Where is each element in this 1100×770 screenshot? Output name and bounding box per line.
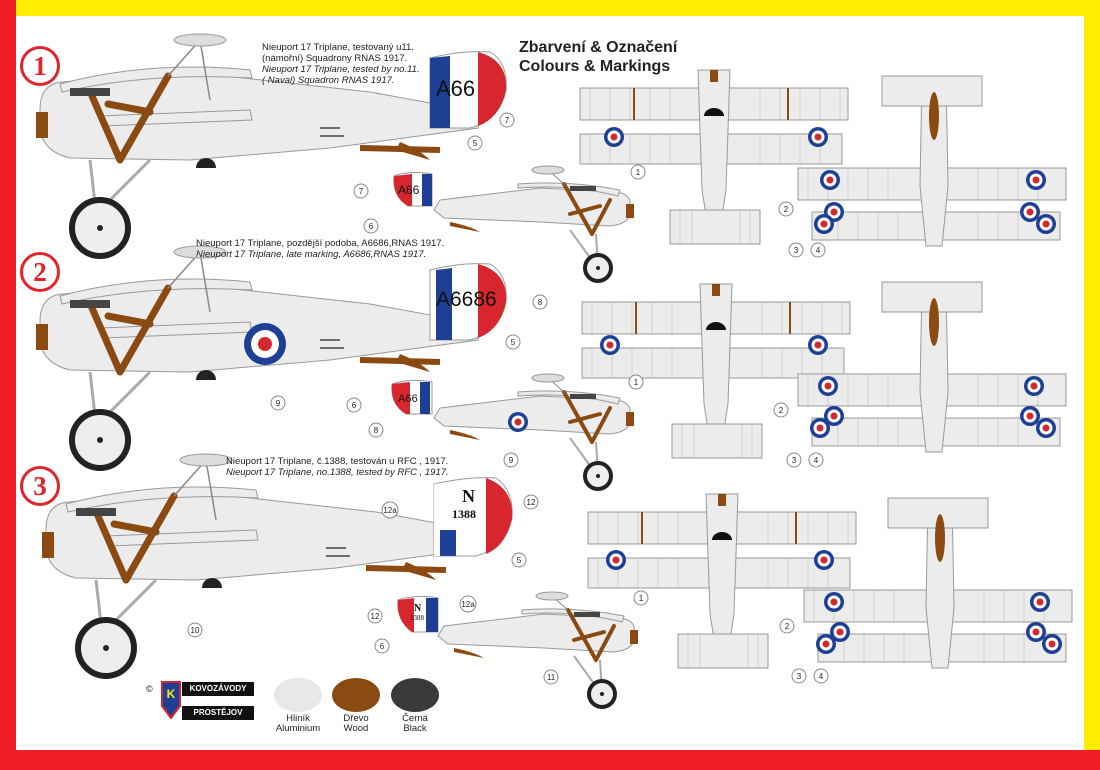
scheme-3-rudder-text-top: N <box>462 486 475 506</box>
scheme-3-caption: Nieuport 17 Triplane, č.1388, testován u… <box>226 456 449 478</box>
swatch-wood-label: Dřevo Wood <box>321 714 391 734</box>
scheme-2-rudder-large: A6686 <box>429 263 507 341</box>
callout-label: 12 <box>371 612 380 621</box>
callout-label: 6 <box>352 401 357 410</box>
page-title: Zbarvení & Označení Colours & Markings <box>519 38 677 76</box>
scheme-1-caption-cz: Nieuport 17 Triplane, testovaný u11. (ná… <box>262 42 414 64</box>
scheme-1-caption: Nieuport 17 Triplane, testovaný u11. (ná… <box>262 42 422 86</box>
callouts-scheme-3: 12a 12 5 10 12 6 12a 11 1 2 3 4 <box>187 494 829 685</box>
callout-label: 5 <box>511 338 516 347</box>
callout-label: 7 <box>359 187 364 196</box>
copyright-symbol: © <box>146 684 153 694</box>
scheme-2-caption-cz: Nieuport 17 Triplane, pozdější podoba, A… <box>196 238 445 249</box>
callout-label: 4 <box>816 246 821 255</box>
scheme-3-caption-en: Nieuport 17 Triplane, no.1388, tested by… <box>226 467 449 478</box>
scheme-2-small-rudder-text: A66 <box>398 393 418 405</box>
frame-right-yellow <box>1084 0 1100 770</box>
paint-name-cz: Černá <box>402 713 428 724</box>
swatch-black-label: Černá Black <box>380 714 450 734</box>
paint-name-en: Aluminium <box>275 723 321 734</box>
scheme-2-side-small: A66 <box>391 372 636 491</box>
scheme-2-badge: 2 <box>20 252 60 292</box>
brand-line-2: PROSTĚJOV <box>182 706 254 720</box>
callout-label: 8 <box>374 426 379 435</box>
callouts: 7 5 7 6 1 2 3 4 8 5 6 8 9 9 1 2 3 4 12a … <box>187 112 829 685</box>
callout-label: 8 <box>538 298 543 307</box>
callout-label: 1 <box>639 594 644 603</box>
scheme-2-rudder-text: A6686 <box>436 288 497 311</box>
swatch-wood <box>332 678 380 712</box>
callout-label: 3 <box>797 672 802 681</box>
scheme-2-caption: Nieuport 17 Triplane, pozdější podoba, A… <box>196 238 444 260</box>
frame-corner <box>0 0 16 16</box>
callout-label: 5 <box>517 556 522 565</box>
callout-label: 1 <box>634 378 639 387</box>
callout-label: 6 <box>369 222 374 231</box>
callout-label: 2 <box>779 406 784 415</box>
scheme-3-caption-cz: Nieuport 17 Triplane, č.1388, testován u… <box>226 456 449 467</box>
svg-text:K: K <box>167 687 176 701</box>
scheme-2-side-large <box>36 246 480 468</box>
title-czech: Zbarvení & Označení <box>519 39 678 56</box>
scheme-3-rudder-text-bottom: 1388 <box>452 507 476 521</box>
callouts-scheme-1: 7 5 7 6 1 2 3 4 <box>353 112 826 258</box>
swatch-black <box>391 678 439 712</box>
callouts-scheme-2: 8 5 6 8 9 9 1 2 3 4 <box>270 294 824 468</box>
callout-label: 10 <box>191 626 200 635</box>
scheme-1-caption-en: Nieuport 17 Triplane, tested by no.11. (… <box>262 64 420 86</box>
paint-name-en: Wood <box>343 723 369 734</box>
scheme-2-top-view <box>581 283 851 459</box>
callout-label: 5 <box>473 139 478 148</box>
callout-label: 9 <box>276 399 281 408</box>
swatch-aluminium <box>274 678 322 712</box>
callout-label: 4 <box>814 456 819 465</box>
callout-label: 3 <box>794 246 799 255</box>
scheme-1-rudder-large: A66 <box>429 51 507 129</box>
scheme-1-small-rudder-text: A66 <box>398 183 420 197</box>
callout-label: 9 <box>509 456 514 465</box>
kovozavody-logo-icon: K <box>161 681 181 720</box>
scheme-3-badge: 3 <box>20 466 60 506</box>
brand-line-1: KOVOZÁVODY <box>182 682 254 696</box>
scheme-1-rudder-text: A66 <box>436 76 475 101</box>
title-english: Colours & Markings <box>519 58 671 75</box>
callout-label: 2 <box>785 622 790 631</box>
scheme-1-badge: 1 <box>20 46 60 86</box>
callout-label: 12a <box>461 600 475 609</box>
callout-label: 6 <box>380 642 385 651</box>
callout-label: 11 <box>547 673 556 682</box>
callout-label: 12a <box>383 506 397 515</box>
scheme-2-caption-en: Nieuport 17 Triplane, late marking, A668… <box>196 249 427 260</box>
paint-name-cz: Dřevo <box>343 713 369 724</box>
callout-label: 12 <box>527 498 536 507</box>
scheme-3-rudder-large: N 1388 <box>433 477 513 557</box>
scheme-3-small-rudder-text-top: N <box>414 603 422 614</box>
frame-bottom-red <box>0 750 1100 770</box>
callout-label: 2 <box>784 205 789 214</box>
frame-left-red <box>0 0 16 770</box>
scheme-3-small-rudder-text-bottom: 1388 <box>410 614 425 622</box>
callout-label: 1 <box>636 168 641 177</box>
callout-label: 3 <box>792 456 797 465</box>
callout-label: 7 <box>505 116 510 125</box>
callout-label: 4 <box>819 672 824 681</box>
swatch-aluminium-label: Hliník Aluminium <box>263 714 333 734</box>
scheme-3-side-large <box>42 454 486 676</box>
paint-name-cz: Hliník <box>286 713 310 724</box>
frame-top-yellow <box>0 0 1100 16</box>
paint-name-en: Black <box>403 723 427 734</box>
scheme-3-side-small: N 1388 <box>397 590 640 709</box>
scheme-1-side-small: A66 <box>393 164 636 283</box>
